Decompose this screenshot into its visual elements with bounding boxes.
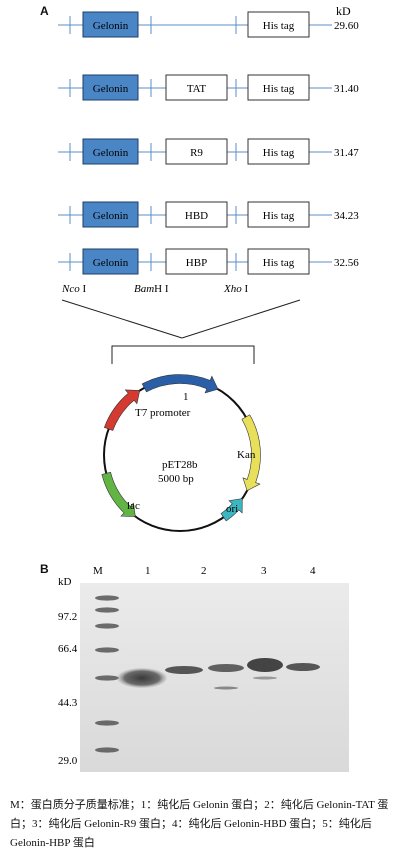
nco-site-label: Nco I [61, 283, 86, 295]
lane-3-minor-band [214, 686, 238, 690]
gel-kd-unit: kD [58, 576, 72, 588]
construct-row: Gelonin TAT His tag 31.40 [58, 74, 359, 101]
construct-mass-label: 29.60 [334, 20, 359, 32]
lane-3-band [208, 664, 244, 672]
his-tag-label: His tag [263, 210, 295, 222]
gelonin-label: Gelonin [93, 83, 129, 95]
lane-label: M [93, 565, 103, 577]
construct-row: Gelonin His tag 29.60 [58, 11, 359, 38]
plasmid-name: pET28b [162, 459, 198, 471]
marker-labels: 97.2 66.4 44.3 29.0 [58, 611, 78, 767]
kan-arrow [241, 414, 261, 492]
ladder-band [95, 720, 119, 726]
t7-promoter-label: T7 promoter [135, 407, 191, 419]
gelonin-label: Gelonin [93, 147, 129, 159]
construct-row: Gelonin R9 His tag 31.47 [58, 138, 359, 165]
figure-caption: M：蛋白质分子质量标准；1：纯化后 Gelonin 蛋白；2：纯化后 Gelon… [10, 799, 389, 849]
lane-labels: M 1 2 3 4 [93, 565, 316, 577]
kd-unit-label: kD [336, 4, 351, 18]
his-tag-label: His tag [263, 257, 295, 269]
lane-label: 1 [145, 565, 151, 577]
lane-label: 4 [310, 565, 316, 577]
ladder-band [95, 623, 119, 629]
gelonin-box [82, 138, 139, 165]
lane-2-band [165, 666, 203, 674]
bamhi-site-label: BamH I [134, 283, 169, 295]
ladder-band [95, 747, 119, 753]
lane-label: 2 [201, 565, 207, 577]
construct-mass-label: 32.56 [334, 257, 359, 269]
gelonin-label: Gelonin [93, 257, 129, 269]
his-tag-box [247, 138, 310, 165]
marker-label: 97.2 [58, 611, 77, 623]
t7-promoter-arrow [103, 389, 141, 431]
lane-5-band [286, 663, 320, 671]
panel-b-label: B [40, 562, 49, 576]
his-tag-label: His tag [263, 20, 295, 32]
construct-mass-label: 31.47 [334, 147, 359, 159]
insert-label: R9 [190, 147, 203, 159]
sds-page-gel-figure: kD M 1 2 3 4 97.2 66.4 44.3 29.0 [58, 565, 349, 772]
ori-arrow [220, 498, 243, 522]
lane-1-band [117, 668, 167, 688]
insert-box [165, 248, 228, 275]
lac-arrow [101, 471, 136, 517]
his-tag-label: His tag [263, 83, 295, 95]
marker-label: 66.4 [58, 643, 78, 655]
connector-left [61, 299, 183, 339]
lane-4-minor-band [253, 676, 277, 680]
gelonin-label: Gelonin [93, 210, 129, 222]
his-tag-box [247, 201, 310, 228]
ladder-band [95, 647, 119, 653]
ladder-band [95, 675, 119, 681]
construct-row: Gelonin HBD His tag 34.23 [58, 201, 359, 228]
gelonin-label: Gelonin [93, 20, 129, 32]
mcs-arrow [141, 374, 219, 394]
plasmid-size: 5000 bp [158, 473, 194, 485]
gelonin-box [82, 11, 139, 38]
connector-right [181, 299, 301, 339]
ori-label: ori [226, 503, 238, 515]
lane-4-band [247, 658, 283, 672]
lane-label: 3 [261, 565, 267, 577]
insert-bracket [111, 345, 255, 364]
insert-box [165, 138, 228, 165]
gel-bands [95, 595, 320, 753]
ladder-band [95, 607, 119, 613]
his-tag-box [247, 248, 310, 275]
site-one-label: 1 [183, 391, 189, 403]
his-tag-label: His tag [263, 147, 295, 159]
insert-box [165, 201, 228, 228]
gelonin-box [82, 248, 139, 275]
xho-site-label: Xho I [223, 283, 248, 295]
his-tag-box [247, 11, 310, 38]
insert-label: HBP [186, 257, 207, 269]
marker-label: 44.3 [58, 697, 78, 709]
lac-label: lac [127, 500, 140, 512]
panel-a-label: A [40, 4, 49, 18]
insert-label: HBD [185, 210, 208, 222]
gelonin-box [82, 74, 139, 101]
construct-mass-label: 31.40 [334, 83, 359, 95]
insert-box [165, 74, 228, 101]
kan-label: Kan [237, 449, 256, 461]
construct-mass-label: 34.23 [334, 210, 359, 222]
ladder-band [95, 595, 119, 601]
construct-row: Gelonin HBP His tag 32.56 [58, 248, 359, 275]
gelonin-box [82, 201, 139, 228]
insert-label: TAT [187, 83, 207, 95]
marker-label: 29.0 [58, 755, 78, 767]
his-tag-box [247, 74, 310, 101]
plasmid-features [101, 374, 261, 522]
